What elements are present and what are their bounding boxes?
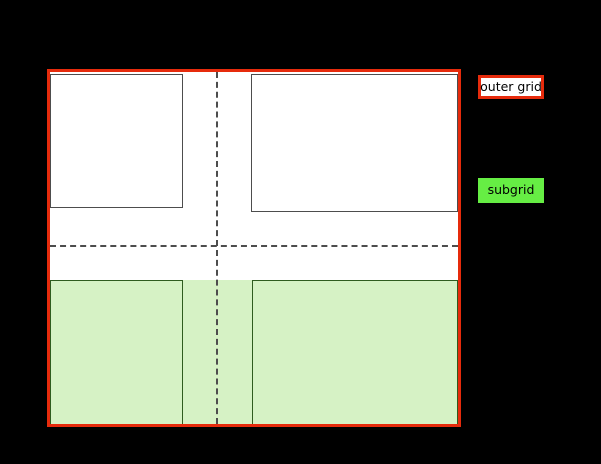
outer-grid-outline — [47, 69, 461, 427]
legend-outer-grid: outer grid — [478, 75, 544, 99]
legend-subgrid-label: subgrid — [487, 182, 535, 198]
vertical-dashed-gridline — [216, 72, 218, 424]
legend-subgrid: subgrid — [478, 178, 544, 203]
bottom-left-subgrid-cell — [50, 280, 183, 425]
legend-outer-grid-label: outer grid — [480, 78, 542, 94]
horizontal-dashed-gridline — [50, 245, 458, 247]
top-left-axes — [50, 74, 183, 208]
top-right-axes — [251, 74, 458, 212]
